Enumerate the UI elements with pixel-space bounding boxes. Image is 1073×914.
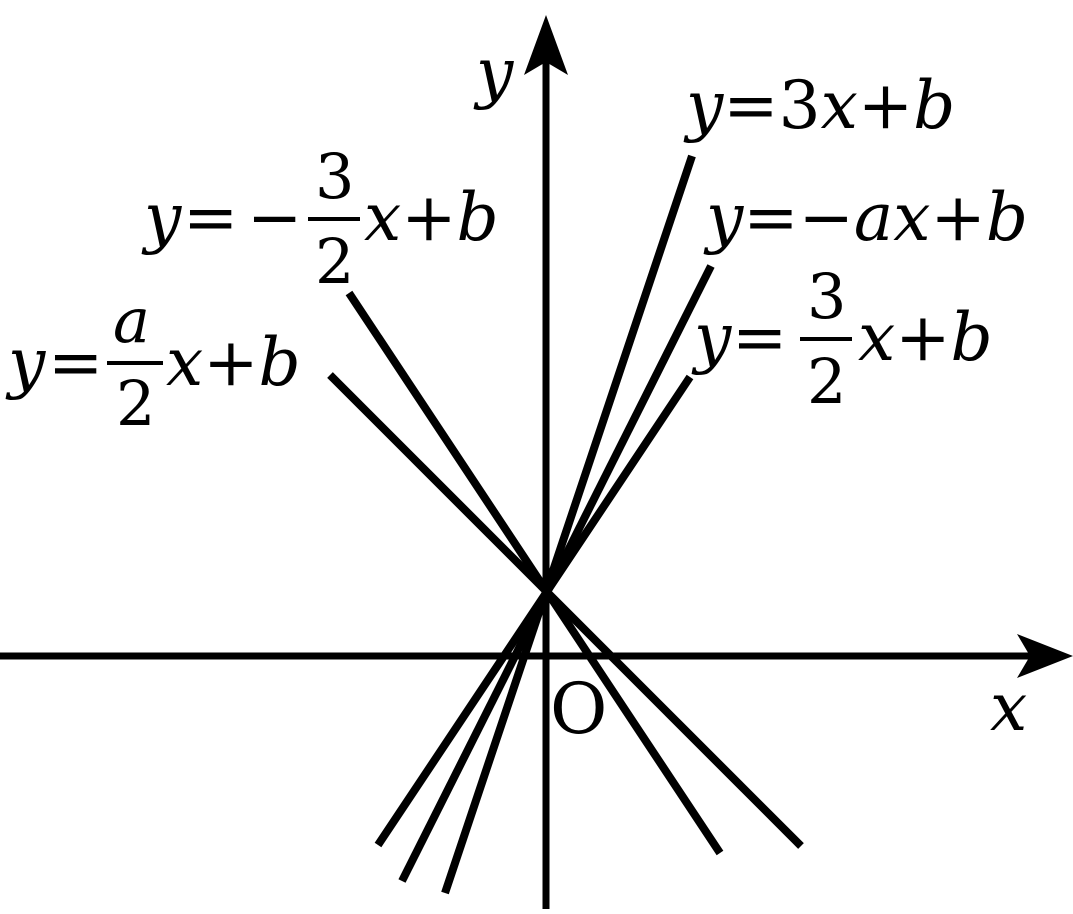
svg-text:−: − bbox=[247, 179, 302, 256]
x-axis-label: x bbox=[990, 669, 1027, 746]
svg-text:y: y bbox=[691, 299, 732, 376]
x-axis-arrowhead bbox=[1017, 634, 1073, 678]
svg-text:y=3x+b: y=3x+b bbox=[683, 67, 955, 144]
fraction-numerator: a bbox=[113, 284, 150, 357]
origin-label: O bbox=[550, 668, 607, 750]
y-axis-label: y bbox=[473, 34, 514, 111]
label-y-neg-three-halves-x-b: y = − 3 2 x+b bbox=[141, 140, 499, 298]
svg-text:y: y bbox=[141, 179, 182, 256]
svg-text:=: = bbox=[183, 179, 238, 256]
svg-text:x+b: x+b bbox=[858, 299, 993, 376]
line-y-neg-three-halves-x-b bbox=[345, 290, 724, 856]
label-y-three-halves-x-b: y = 3 2 x+b bbox=[691, 260, 993, 418]
svg-text:x+b: x+b bbox=[364, 179, 499, 256]
fraction-denominator: 2 bbox=[807, 345, 846, 418]
label-y-3x-b: y=3x+b bbox=[683, 67, 955, 144]
svg-text:x+b: x+b bbox=[166, 324, 301, 401]
line-y-three-halves-x-b bbox=[374, 374, 694, 848]
fraction-denominator: 2 bbox=[116, 367, 155, 440]
svg-text:=: = bbox=[732, 299, 787, 376]
svg-text:y: y bbox=[5, 324, 46, 401]
label-y-a-halves-x-b: y = a 2 x+b bbox=[5, 284, 301, 440]
fraction-numerator: 3 bbox=[807, 260, 846, 333]
line-y-a-halves-x-b bbox=[327, 372, 804, 849]
svg-text:=: = bbox=[48, 324, 103, 401]
fraction-numerator: 3 bbox=[315, 140, 354, 213]
fraction-denominator: 2 bbox=[315, 225, 354, 298]
y-axis-arrowhead bbox=[524, 15, 568, 75]
label-y-neg-ax-b: y=−ax+b bbox=[703, 179, 1028, 256]
line-y-3x-b bbox=[441, 154, 696, 895]
svg-text:y=−ax+b: y=−ax+b bbox=[703, 179, 1028, 256]
